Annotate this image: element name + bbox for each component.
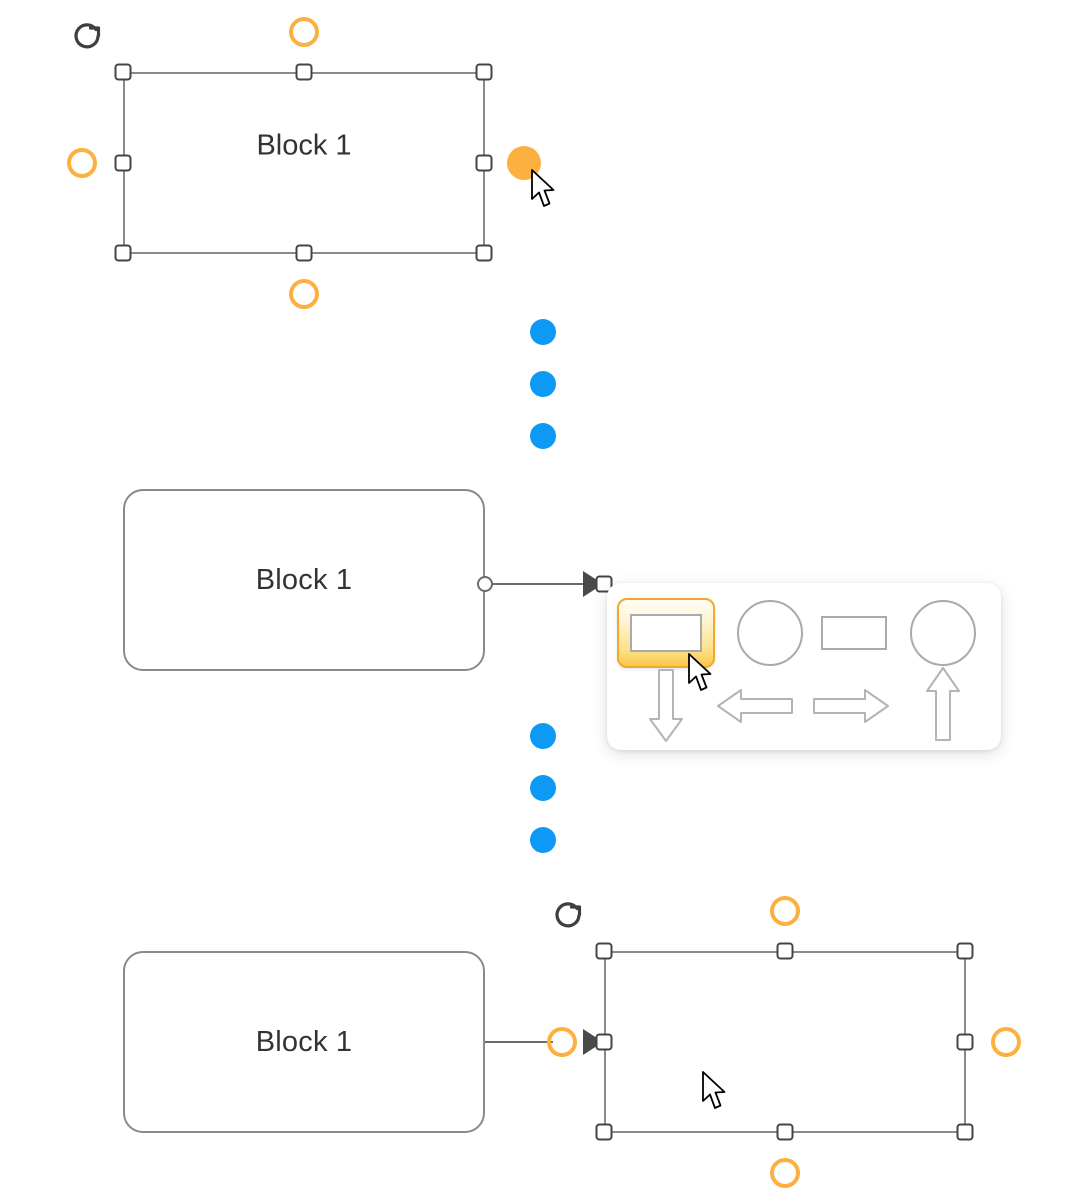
arrow-left[interactable] [707,667,803,745]
arrow-down-icon [649,669,683,742]
handle-middle-left[interactable] [114,154,132,172]
handle-top-right[interactable] [956,942,974,960]
handle-middle-left[interactable] [595,1033,613,1051]
handle-bottom-right[interactable] [956,1123,974,1141]
arrow-up-icon [926,667,960,741]
port-right[interactable] [991,1027,1021,1057]
arrow-right-icon [813,689,889,723]
port-bottom[interactable] [289,279,319,309]
port-right[interactable] [507,146,541,180]
shape-rectangle[interactable] [617,598,715,668]
circle-icon [910,600,976,666]
port-top[interactable] [289,17,319,47]
block-bottom-source[interactable]: Block 1 [123,951,485,1133]
arrow-right[interactable] [803,667,899,745]
block-label: Block 1 [256,129,352,162]
connector-line [485,583,590,585]
block-middle[interactable]: Block 1 [123,489,485,671]
handle-target-partial[interactable] [595,575,613,593]
rectangle-small-icon [821,616,887,650]
shape-picker-popup[interactable] [607,583,1001,750]
handle-middle-right[interactable] [956,1033,974,1051]
handle-top-center[interactable] [295,63,313,81]
handle-bottom-right[interactable] [475,244,493,262]
port-top[interactable] [770,896,800,926]
rectangle-icon [630,614,702,652]
handle-top-left[interactable] [114,63,132,81]
shape-circle-large-2[interactable] [894,598,992,668]
port-left[interactable] [547,1027,577,1057]
drag-dot [530,775,556,801]
handle-top-center[interactable] [776,942,794,960]
handle-bottom-left[interactable] [114,244,132,262]
arrow-left-icon [717,689,793,723]
port-bottom[interactable] [770,1158,800,1188]
connection-point-right[interactable] [477,576,493,592]
handle-bottom-left[interactable] [595,1123,613,1141]
handle-top-left[interactable] [595,942,613,960]
selection-frame[interactable] [123,72,485,254]
handle-bottom-center[interactable] [776,1123,794,1141]
port-left[interactable] [67,148,97,178]
rotate-clockwise-icon[interactable] [550,898,586,939]
handle-middle-right[interactable] [475,154,493,172]
block-label: Block 1 [255,563,353,596]
selection-frame[interactable] [604,951,966,1133]
connector-line [485,1041,553,1043]
drag-dot [530,827,556,853]
arrow-down[interactable] [625,667,707,745]
drag-dot [530,723,556,749]
arrow-up[interactable] [902,663,984,745]
circle-icon [737,600,803,666]
shape-rectangle-small[interactable] [805,598,903,668]
handle-bottom-center[interactable] [295,244,313,262]
drag-dot [530,423,556,449]
block-label: Block 1 [255,1025,353,1058]
rotate-clockwise-icon[interactable] [69,19,105,60]
drag-dot [530,371,556,397]
shape-circle-large[interactable] [721,598,819,668]
handle-top-right[interactable] [475,63,493,81]
drag-dot [530,319,556,345]
